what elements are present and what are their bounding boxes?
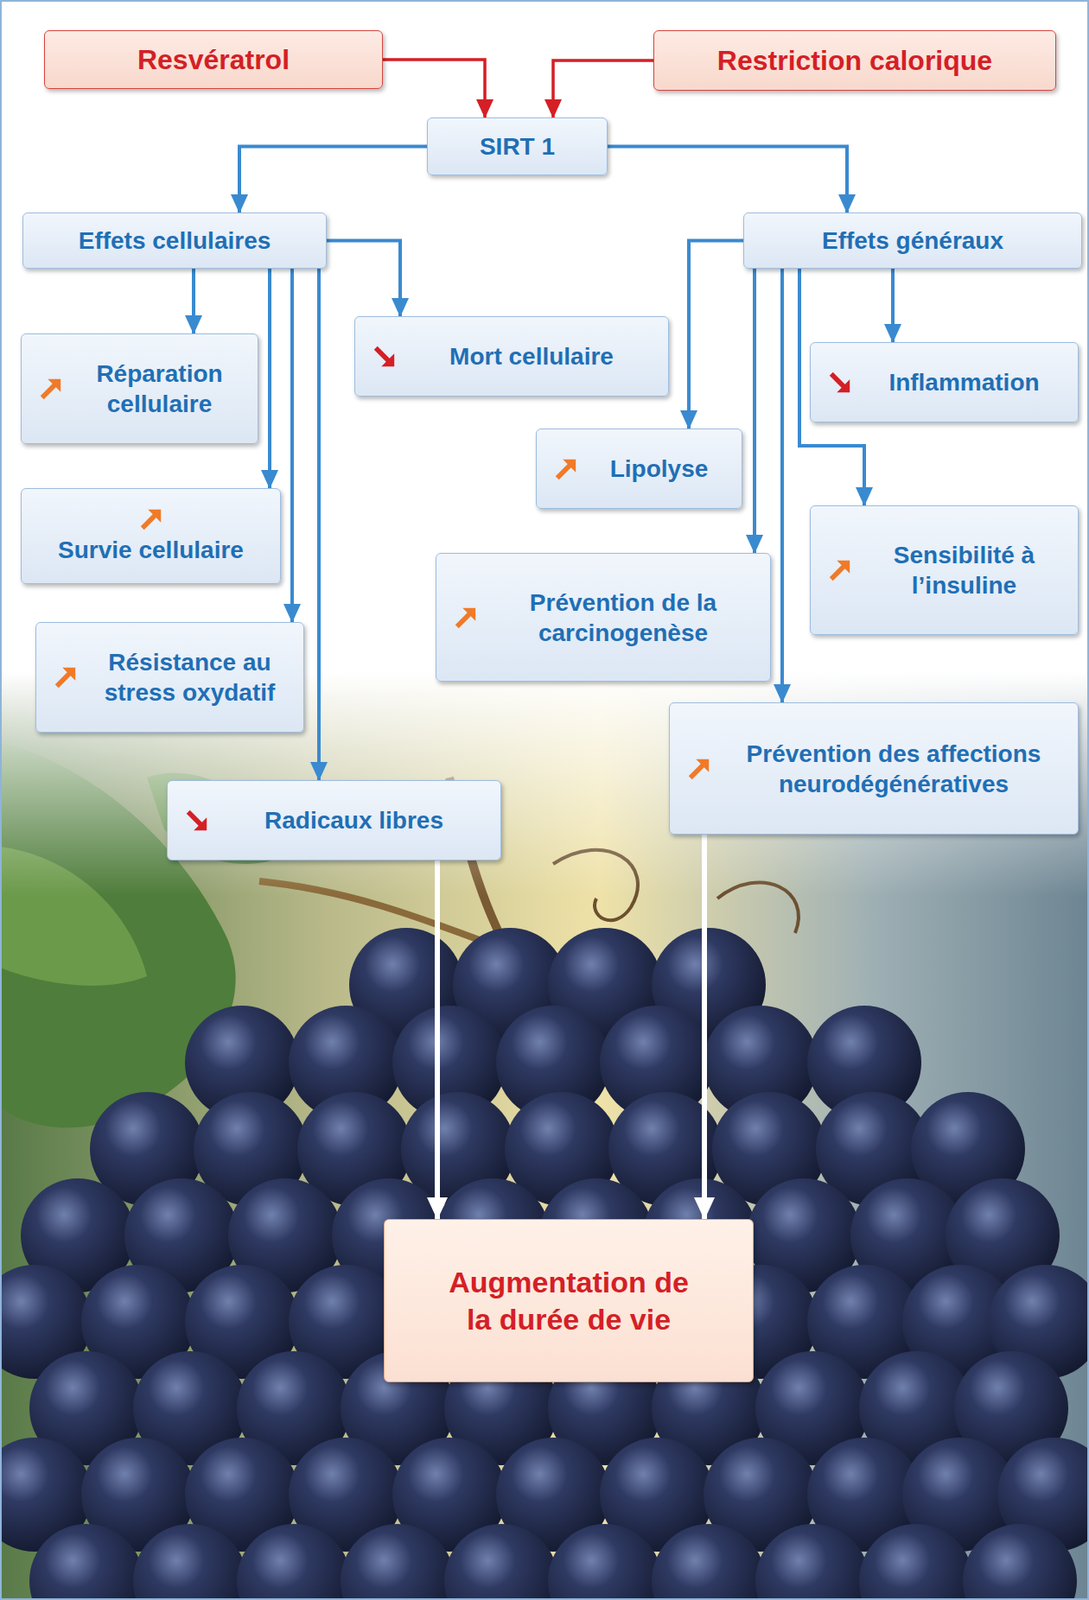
icon-head (836, 560, 850, 574)
connector-arrow (434, 860, 440, 1220)
connector-arrow (701, 834, 707, 1220)
icon-head (47, 379, 61, 393)
connector-arrow (267, 268, 272, 489)
grape (962, 1524, 1077, 1600)
icon-head (462, 607, 476, 621)
icon-stroke (831, 373, 845, 387)
grape (340, 1524, 455, 1600)
icon-stroke (457, 613, 471, 627)
grape (651, 1524, 766, 1600)
decrease-icon (372, 344, 397, 370)
icon-stroke (690, 764, 704, 778)
process-box: Effets cellulaires (22, 212, 327, 269)
node-label: Résistance au stress oxydatif (89, 647, 290, 708)
process-box: Sensibilité à l’insuline (809, 505, 1079, 636)
increase-icon (38, 376, 64, 402)
node-label: Survie cellulaire (57, 534, 244, 566)
node-label: Restriction calorique (717, 43, 993, 78)
icon-stroke (141, 515, 155, 529)
decrease-icon (827, 370, 853, 395)
icon-stroke (375, 347, 389, 361)
icon-head (562, 458, 576, 472)
node-label: Réparation cellulaire (75, 358, 244, 420)
node-label: Augmentation de la durée de vie (434, 1264, 703, 1338)
connector-arrow (290, 268, 294, 623)
icon-stroke (188, 811, 202, 825)
node-label: Resvératrol (137, 42, 290, 77)
increase-icon (139, 507, 164, 532)
connector-arrow (607, 146, 847, 214)
node-label: Inflammation (888, 367, 1039, 398)
connector-arrow (317, 268, 321, 781)
process-box: SIRT 1 (426, 117, 608, 176)
connector-arrow (553, 60, 654, 118)
icon-head (381, 353, 395, 367)
connector-arrow (752, 268, 757, 554)
grape (859, 1524, 974, 1600)
icon-head (193, 817, 207, 831)
input-box: Restriction calorique (653, 30, 1057, 91)
grape (444, 1524, 559, 1600)
grape (236, 1524, 351, 1600)
node-label: Sensibilité à l’insuline (864, 540, 1064, 601)
icon-stroke (831, 566, 845, 580)
connector-arrow (191, 268, 196, 334)
grape-bunch (0, 928, 1089, 1600)
input-box: Resvératrol (44, 30, 383, 90)
icon-head (836, 379, 850, 393)
icon-stroke (557, 464, 571, 478)
process-box: Effets généraux (743, 212, 1083, 269)
increase-icon (53, 665, 78, 690)
decrease-icon (184, 808, 210, 834)
icon-stroke (57, 673, 71, 687)
connector-arrow (382, 59, 485, 118)
connector-arrow (688, 241, 744, 430)
increase-icon (554, 457, 579, 482)
process-box: Résistance au stress oxydatif (35, 622, 305, 733)
node-label: Prévention des affections neurodégénérat… (723, 738, 1064, 800)
process-box: Radicaux libres (166, 780, 502, 861)
connector-arrow (326, 241, 401, 318)
icon-head (147, 509, 161, 523)
process-box: Lipolyse (535, 428, 743, 510)
node-label: Mort cellulaire (449, 341, 614, 372)
icon-stroke (42, 384, 56, 398)
node-label: Radicaux libres (264, 805, 444, 836)
process-box: Réparation cellulaire (20, 333, 259, 445)
process-box: Prévention de la carcinogenèse (435, 553, 771, 682)
grape (133, 1524, 248, 1600)
process-box: Inflammation (809, 342, 1079, 423)
grape (29, 1524, 144, 1600)
icon-head (62, 668, 76, 682)
icon-head (695, 758, 709, 772)
node-label: Lipolyse (610, 453, 709, 484)
connector-arrow (891, 268, 895, 343)
connector-arrow (780, 268, 784, 703)
process-box: Mort cellulaire (354, 316, 669, 397)
increase-icon (453, 605, 478, 631)
node-label: SIRT 1 (479, 131, 555, 162)
connector-arrow (239, 146, 427, 214)
process-box: Survie cellulaire (20, 488, 281, 585)
process-box: Prévention des affections neurodégénérat… (668, 702, 1079, 835)
increase-icon (687, 757, 712, 782)
grape (755, 1524, 870, 1600)
grape (547, 1524, 663, 1600)
node-label: Effets cellulaires (78, 225, 272, 256)
increase-icon (827, 558, 853, 583)
node-label: Prévention de la carcinogenèse (490, 587, 757, 649)
node-label: Effets généraux (821, 225, 1004, 256)
outcome-box: Augmentation de la durée de vie (383, 1219, 754, 1383)
